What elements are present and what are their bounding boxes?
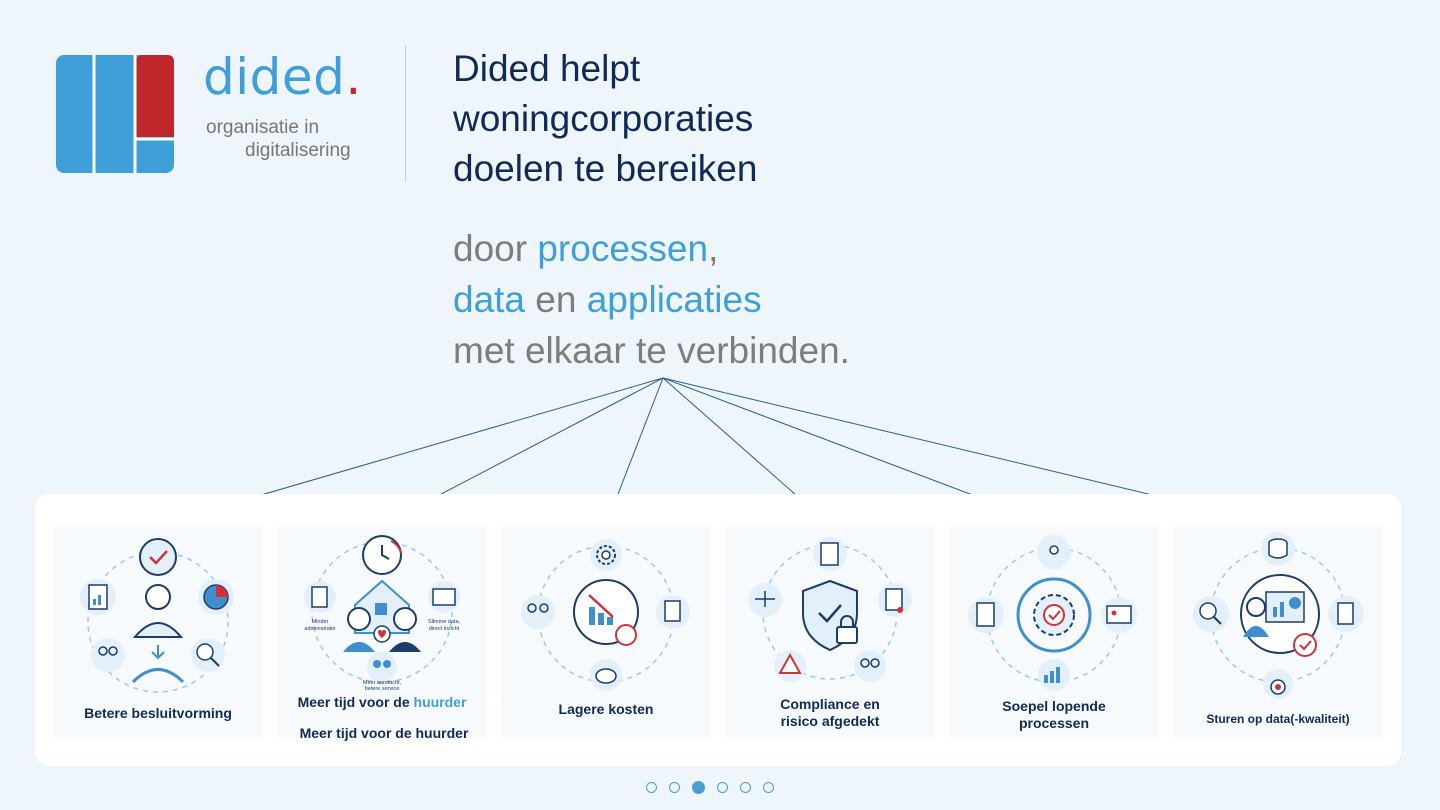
page-headline: Dided helpt woningcorporaties doelen te …: [453, 48, 758, 189]
cost-reduction-icon: [521, 539, 690, 691]
label-direct-inzicht: direct inzicht: [429, 626, 460, 632]
dided-logo: [56, 55, 174, 173]
header-divider: [405, 46, 406, 182]
secondary-caption: Meer tijd voor de huurder: [299, 725, 469, 741]
decision-maker-icon: [80, 538, 234, 693]
brand-tagline-line2: digitalisering: [245, 140, 351, 161]
pager-dot-3[interactable]: [692, 781, 705, 794]
shield-lock-icon: [748, 537, 912, 682]
pager-dot-2[interactable]: [669, 782, 680, 793]
card-caption: Meer tijd voor de huurder: [297, 694, 467, 710]
page-subheadline: door processen, data en applicaties met …: [453, 228, 850, 371]
tenant-conversation-icon: Minder administratie Slimme data, direct…: [304, 535, 461, 692]
label-slimme-data: Slimme data,: [428, 619, 461, 625]
label-minder: Minder: [312, 619, 329, 625]
brand-tagline-line1: organisatie in: [206, 117, 320, 138]
pager-dot-1[interactable]: [646, 782, 657, 793]
card-sturen-op-data[interactable]: Sturen op data(-kwaliteit): [1173, 527, 1383, 737]
card-caption: Lagere kosten: [558, 701, 654, 717]
slide-pager: [646, 781, 774, 798]
pager-dot-4[interactable]: [717, 782, 728, 793]
pager-dot-6[interactable]: [763, 782, 774, 793]
label-betere-service: betere service: [365, 686, 400, 692]
pager-dot-5[interactable]: [740, 782, 751, 793]
process-gear-icon: [968, 535, 1137, 691]
card-caption: Sturen op data(-kwaliteit): [1206, 712, 1350, 726]
data-presentation-icon: [1193, 532, 1364, 699]
label-administratie: administratie: [304, 626, 335, 632]
card-lagere-kosten[interactable]: Lagere kosten: [501, 527, 711, 737]
card-meer-tijd-huurder[interactable]: Minder administratie Slimme data, direct…: [277, 527, 487, 737]
label-meer-aandacht: Meer aandacht,: [363, 680, 402, 686]
card-betere-besluitvorming[interactable]: Betere besluitvorming: [53, 527, 263, 737]
card-caption: Betere besluitvorming: [84, 705, 232, 721]
brand-wordmark: dided.: [203, 48, 362, 106]
